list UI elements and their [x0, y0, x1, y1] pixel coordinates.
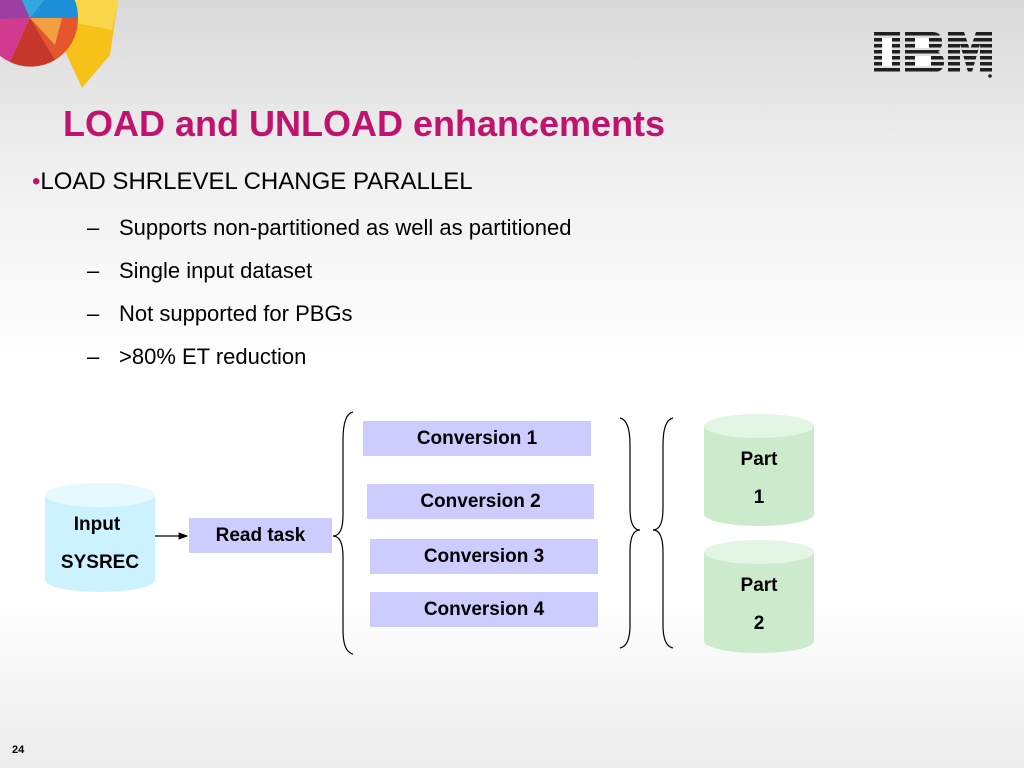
conversion-4-box: Conversion 4	[370, 592, 598, 627]
sub-bullet: –Not supported for PBGs	[87, 300, 353, 328]
sub-bullet-text: Not supported for PBGs	[119, 301, 353, 326]
part-1-cylinder	[704, 414, 814, 526]
corner-decoration-graphic	[0, 0, 118, 88]
conversion-3-box: Conversion 3	[370, 539, 598, 574]
sub-bullet: –>80% ET reduction	[87, 343, 306, 371]
read-task-box: Read task	[189, 518, 332, 553]
input-dataset-cylinder	[45, 483, 155, 592]
dash-marker: –	[87, 301, 100, 326]
sub-bullet-text: Supports non-partitioned as well as part…	[119, 215, 572, 240]
input-label: Input	[73, 514, 121, 535]
sub-bullet-text: Single input dataset	[119, 258, 313, 283]
slide-title: LOAD and UNLOAD enhancements	[63, 103, 666, 144]
dash-marker: –	[87, 215, 100, 240]
part-2-cylinder	[704, 540, 814, 653]
bullet-marker: •	[32, 168, 41, 195]
ibm-logo-icon	[874, 32, 992, 78]
sub-bullet: –Supports non-partitioned as well as par…	[87, 214, 572, 242]
page-number: 24	[12, 744, 25, 756]
middle-right-brace	[619, 417, 641, 649]
right-left-brace	[652, 417, 674, 649]
part-2-label: Part	[740, 575, 778, 596]
main-bullet: •LOAD SHRLEVEL CHANGE PARALLEL	[32, 167, 473, 197]
sub-bullet-text: >80% ET reduction	[119, 344, 307, 369]
sysrec-label: SYSREC	[60, 552, 140, 573]
part-2-number: 2	[753, 613, 765, 634]
main-bullet-text: LOAD SHRLEVEL CHANGE PARALLEL	[40, 168, 473, 195]
conversion-1-box: Conversion 1	[363, 421, 591, 456]
conversion-2-box: Conversion 2	[367, 484, 594, 519]
dash-marker: –	[87, 344, 100, 369]
dash-marker: –	[87, 258, 100, 283]
part-1-number: 1	[753, 487, 765, 508]
part-1-label: Part	[740, 449, 778, 470]
sub-bullet: –Single input dataset	[87, 257, 312, 285]
left-brace	[332, 411, 354, 655]
